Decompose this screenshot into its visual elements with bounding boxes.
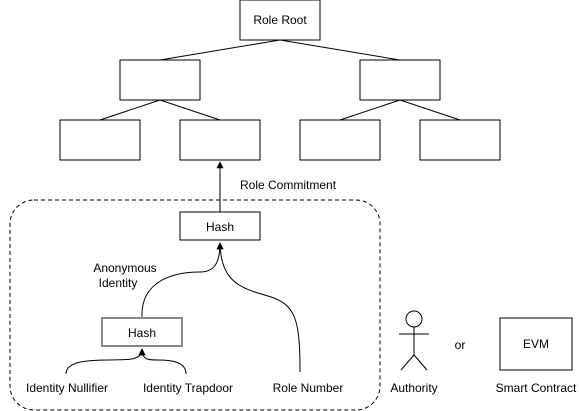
curve-identity-trapdoor bbox=[138, 348, 187, 375]
curve-role-number bbox=[216, 242, 301, 373]
role-number-label: Role Number bbox=[273, 381, 344, 395]
edge-midleft-leaf1 bbox=[99, 99, 161, 121]
role-commitment-label: Role Commitment bbox=[240, 178, 337, 192]
hash-inner-label: Hash bbox=[128, 326, 156, 340]
edge-root-midleft bbox=[159, 39, 281, 61]
root-node-label: Role Root bbox=[253, 13, 307, 27]
edge-midleft-leaf2 bbox=[159, 99, 221, 121]
smart-contract-label: Smart Contract bbox=[496, 381, 577, 395]
anonymous-identity-label-line2: Identity bbox=[99, 276, 138, 290]
tree-node-mid-left bbox=[119, 59, 201, 101]
curve-anonymous-identity bbox=[141, 242, 224, 319]
edge-midright-leaf3 bbox=[339, 99, 401, 121]
identity-nullifier-label: Identity Nullifier bbox=[26, 381, 108, 395]
authority-figure-icon bbox=[399, 310, 429, 371]
hash-top-node: Hash bbox=[179, 211, 261, 241]
tree-node-mid-right bbox=[359, 59, 441, 101]
hash-inner-node: Hash bbox=[101, 317, 183, 347]
root-node: Role Root bbox=[239, 0, 321, 41]
edge-root-midright bbox=[279, 39, 401, 61]
evm-box-label: EVM bbox=[523, 337, 549, 351]
tree-edges bbox=[99, 39, 461, 121]
authority-label: Authority bbox=[390, 381, 437, 395]
curve-identity-nullifier bbox=[65, 348, 146, 375]
edge-midright-leaf4 bbox=[399, 99, 461, 121]
hash-top-label: Hash bbox=[206, 220, 234, 234]
tree-node-leaf-2 bbox=[179, 119, 261, 161]
identity-trapdoor-label: Identity Trapdoor bbox=[143, 381, 233, 395]
or-label: or bbox=[455, 338, 466, 352]
tree-node-leaf-3 bbox=[299, 119, 381, 161]
commitment-container bbox=[9, 199, 381, 411]
tree-node-leaf-4 bbox=[419, 119, 501, 161]
anonymous-identity-label-line1: Anonymous bbox=[93, 261, 156, 275]
tree-node-leaf-1 bbox=[59, 119, 141, 161]
evm-box: EVM bbox=[499, 317, 573, 371]
